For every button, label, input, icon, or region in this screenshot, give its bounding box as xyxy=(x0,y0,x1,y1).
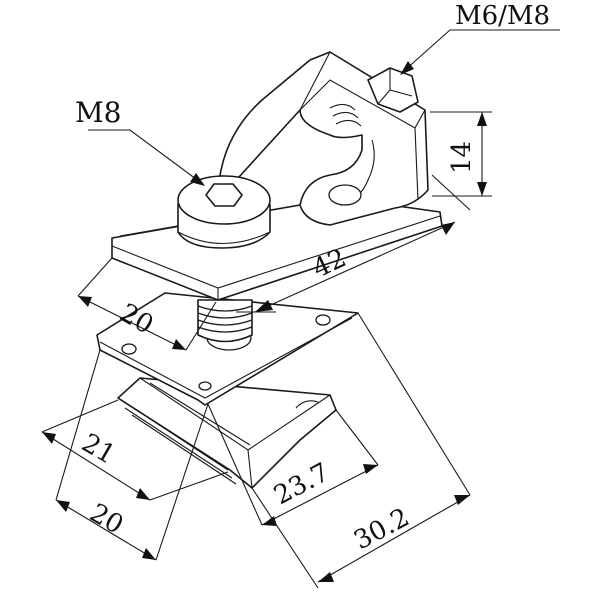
bolt-size-label: M8 xyxy=(75,96,121,129)
plate-hole-right xyxy=(315,314,331,326)
top-nut xyxy=(367,67,419,113)
dim-slider-width-a: 21 xyxy=(77,428,121,471)
bolt-thread xyxy=(197,299,253,343)
dim-slider-outer: 30.2 xyxy=(349,503,414,557)
dim-slider-width-b: 20 xyxy=(85,498,129,541)
bolt-head xyxy=(177,175,271,249)
dimension-lines xyxy=(41,29,560,589)
dim-slider-inner: 23.7 xyxy=(269,458,334,512)
plate-hole-bottom xyxy=(198,381,212,391)
hex-socket xyxy=(205,183,243,207)
plate-hole-left xyxy=(121,343,137,355)
nut-size-label: M6/M8 xyxy=(455,1,550,31)
dim-height: 14 xyxy=(447,141,477,174)
